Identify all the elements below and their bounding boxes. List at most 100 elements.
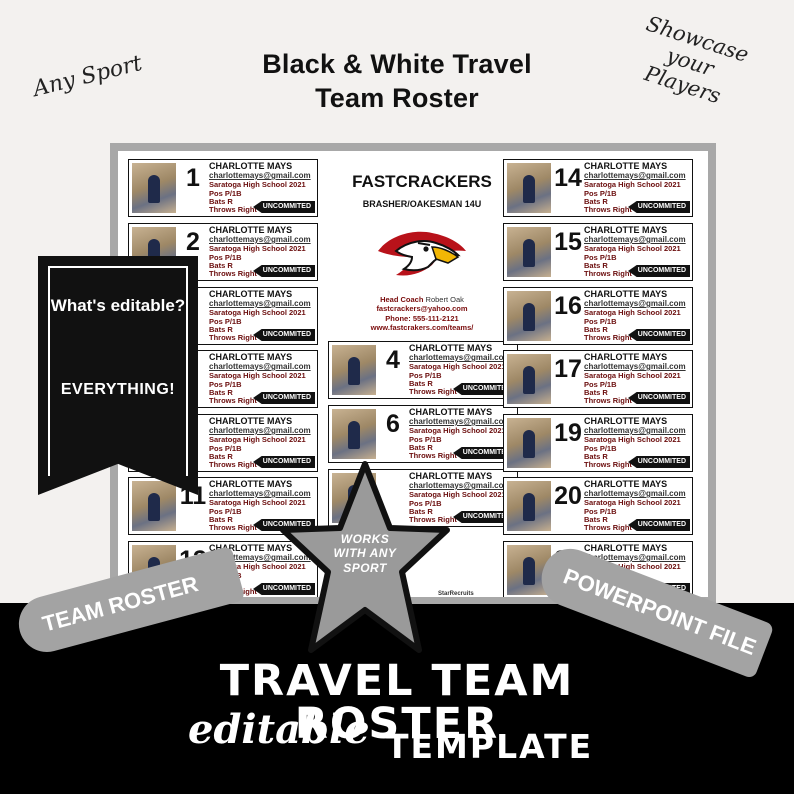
player-email: charlottemays@gmail.com [209, 171, 311, 180]
showcase-script: Showcase your Players [612, 6, 768, 118]
commit-status-badge: UNCOMMITED [628, 329, 690, 341]
player-school: Saratoga High School 2021 [209, 435, 306, 444]
player-school: Saratoga High School 2021 [584, 371, 681, 380]
player-email: charlottemays@gmail.com [209, 362, 311, 371]
player-school: Saratoga High School 2021 [209, 308, 306, 317]
credit-text: StarRecruits [438, 591, 474, 597]
commit-status-badge: UNCOMMITED [253, 456, 315, 468]
player-position: Pos P/1B [409, 371, 442, 380]
star-text: WORKS WITH ANY SPORT [333, 532, 397, 575]
hero-title: Black & White Travel Team Roster [230, 48, 564, 116]
banner-template-word: TEMPLATE [386, 727, 594, 766]
player-school: Saratoga High School 2021 [584, 562, 681, 571]
player-school: Saratoga High School 2021 [209, 180, 306, 189]
player-bats: Bats R [584, 452, 608, 461]
player-email: charlottemays@gmail.com [409, 353, 511, 362]
player-position: Pos P/1B [209, 189, 242, 198]
player-photo [507, 163, 551, 213]
player-bats: Bats R [584, 515, 608, 524]
player-bats: Bats R [409, 507, 433, 516]
player-school: Saratoga High School 2021 [409, 490, 506, 499]
commit-status-badge: UNCOMMITED [253, 329, 315, 341]
player-throws: Throws Right [209, 333, 257, 342]
player-name: CHARLOTTE MAYS [409, 407, 493, 417]
coach-line: Head Coach Robert Oak [332, 295, 512, 304]
player-school: Saratoga High School 2021 [584, 498, 681, 507]
player-photo [132, 163, 176, 213]
player-name: CHARLOTTE MAYS [409, 343, 493, 353]
commit-status-badge: UNCOMMITED [453, 511, 515, 523]
player-position: Pos P/1B [209, 253, 242, 262]
player-email: charlottemays@gmail.com [409, 417, 511, 426]
player-throws: Throws Right [409, 387, 457, 396]
player-position: Pos P/1B [584, 380, 617, 389]
roster-sheet-preview: FASTCRACKERS BRASHER/OAKESMAN 14U Head C… [110, 143, 716, 604]
player-position: Pos P/1B [409, 499, 442, 508]
team-name: FASTCRACKERS [352, 172, 492, 191]
player-throws: Throws Right [209, 269, 257, 278]
player-position: Pos P/1B [409, 435, 442, 444]
player-bats: Bats R [409, 379, 433, 388]
player-name: CHARLOTTE MAYS [209, 161, 293, 171]
player-position: Pos P/1B [584, 189, 617, 198]
player-bats: Bats R [209, 515, 233, 524]
player-name: CHARLOTTE MAYS [209, 479, 293, 489]
player-photo [507, 418, 551, 468]
commit-status-badge: UNCOMMITED [628, 456, 690, 468]
team-contact: Head Coach Robert Oak fastcrackers@yahoo… [332, 295, 512, 333]
commit-status-badge: UNCOMMITED [253, 265, 315, 277]
player-school: Saratoga High School 2021 [209, 498, 306, 507]
banner-title: TRAVEL TEAM ROSTER [219, 656, 575, 749]
editable-ribbon [38, 256, 198, 495]
hero-title-line2: Team Roster [315, 82, 479, 113]
player-name: CHARLOTTE MAYS [584, 352, 668, 362]
player-photo [507, 227, 551, 277]
phone-line: Phone: 555-111-2121 [332, 314, 512, 323]
jersey-number: 15 [554, 228, 582, 256]
banner-script-word: editable [188, 706, 370, 753]
player-name: CHARLOTTE MAYS [584, 289, 668, 299]
player-email: charlottemays@gmail.com [409, 481, 511, 490]
player-photo [332, 345, 376, 395]
player-name: CHARLOTTE MAYS [584, 225, 668, 235]
player-position: Pos P/1B [584, 444, 617, 453]
player-school: Saratoga High School 2021 [584, 435, 681, 444]
player-school: Saratoga High School 2021 [584, 244, 681, 253]
player-email: charlottemays@gmail.com [584, 362, 686, 371]
player-email: charlottemays@gmail.com [209, 235, 311, 244]
commit-status-badge: UNCOMMITED [453, 383, 515, 395]
phone-label: Phone: [385, 313, 411, 323]
player-email: charlottemays@gmail.com [584, 426, 686, 435]
player-bats: Bats R [209, 197, 233, 206]
commit-status-badge: UNCOMMITED [453, 447, 515, 459]
jersey-number: 1 [186, 164, 200, 192]
player-name: CHARLOTTE MAYS [584, 416, 668, 426]
jersey-number: 6 [386, 410, 400, 438]
commit-status-badge: UNCOMMITED [628, 265, 690, 277]
ribbon-question: What's editable? [50, 296, 186, 315]
player-name: CHARLOTTE MAYS [584, 479, 668, 489]
commit-status-badge: UNCOMMITED [253, 201, 315, 213]
player-name: CHARLOTTE MAYS [409, 471, 493, 481]
ribbon-answer: EVERYTHING! [60, 381, 176, 398]
player-throws: Throws Right [584, 269, 632, 278]
commit-status-badge: UNCOMMITED [628, 392, 690, 404]
jersey-number: 4 [386, 346, 400, 374]
star-badge [280, 461, 450, 653]
player-school: Saratoga High School 2021 [409, 426, 506, 435]
player-throws: Throws Right [209, 396, 257, 405]
team-email: fastcrackers@yahoo.com [376, 304, 468, 314]
player-email: charlottemays@gmail.com [209, 299, 311, 308]
hero-title-line1: Black & White Travel [262, 49, 532, 79]
player-position: Pos P/1B [209, 317, 242, 326]
coach-label: Head Coach [380, 295, 424, 304]
player-name: CHARLOTTE MAYS [209, 543, 293, 553]
player-school: Saratoga High School 2021 [209, 371, 306, 380]
player-email: charlottemays@gmail.com [584, 553, 686, 562]
player-photo [132, 481, 176, 531]
player-name: CHARLOTTE MAYS [209, 352, 293, 362]
player-bats: Bats R [409, 443, 433, 452]
player-throws: Throws Right [584, 460, 632, 469]
